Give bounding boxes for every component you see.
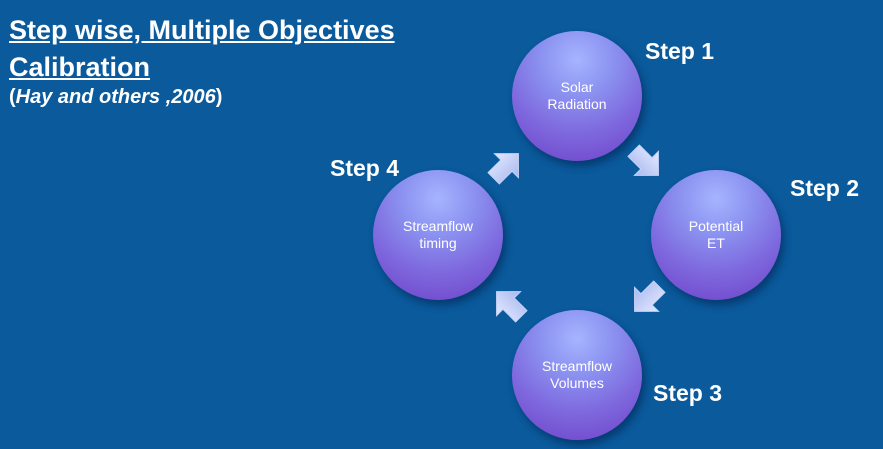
arrow-et-to-volumes	[634, 280, 666, 312]
step-4-label: Step 4	[330, 155, 400, 181]
step-3-label: Step 3	[653, 380, 723, 406]
node-label: Potential ET	[688, 218, 744, 251]
arrow-volumes-to-timing	[496, 291, 528, 323]
node-label: Solar Radiation	[547, 79, 607, 112]
step-2-label: Step 2	[790, 175, 860, 201]
step-1-label: Step 1	[645, 38, 715, 64]
node-solar-radiation: Solar Radiation	[512, 31, 642, 161]
node-potential-et: Potential ET	[651, 170, 781, 300]
node-label: Streamflow Volumes	[541, 358, 613, 391]
title-line-1: Step wise, Multiple Objectives	[9, 15, 395, 45]
slide-title: Step wise, Multiple Objectives Calibrati…	[9, 12, 395, 86]
title-line-2: Calibration	[9, 52, 151, 82]
citation-text: Hay and others ,2006	[15, 86, 216, 108]
node-label: Streamflow timing	[402, 218, 474, 251]
arrow-solar-to-et	[627, 144, 659, 176]
node-streamflow-volumes: Streamflow Volumes	[512, 310, 642, 440]
arrow-timing-to-solar	[487, 153, 519, 185]
citation: (Hay and others ,2006)	[9, 86, 223, 108]
node-streamflow-timing: Streamflow timing	[373, 170, 503, 300]
